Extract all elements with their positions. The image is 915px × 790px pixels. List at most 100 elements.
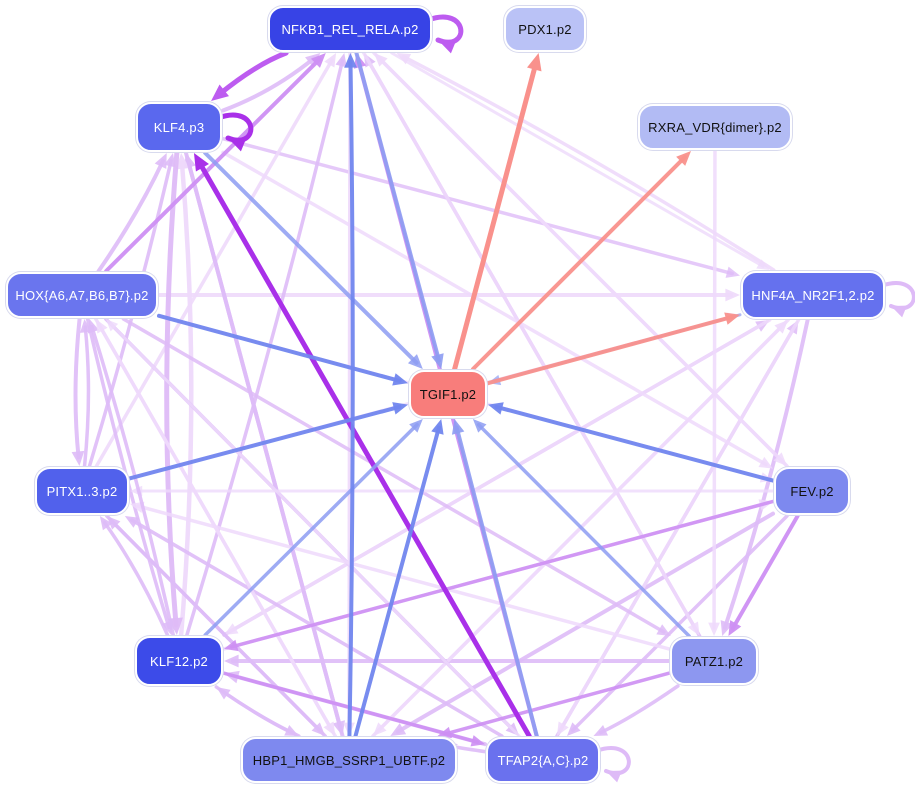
self-loop-tfap2 <box>594 746 631 776</box>
self-loop-arrowhead-hnf4a <box>891 305 907 318</box>
self-loop-nfkb1 <box>425 14 464 45</box>
arrowhead-fev-hbp1 <box>390 723 407 736</box>
node-label-patz1: PATZ1.p2 <box>684 653 744 669</box>
edge-klf4-fev <box>221 150 768 467</box>
arrowhead-nfkb1-klf4 <box>211 84 229 101</box>
edge-nfkb1-tgif1 <box>354 51 442 363</box>
edge-patz1-tfap2 <box>598 684 680 735</box>
self-loop-hnf4a <box>879 281 915 311</box>
edge-hnf4a-patz1 <box>722 318 810 630</box>
edge-hnf4a-nfkb1 <box>401 54 776 272</box>
arrowhead-nfkb1-patz1 <box>687 621 700 636</box>
edge-hnf4a-klf12 <box>229 318 772 633</box>
self-loop-klf4 <box>215 112 254 143</box>
arrowhead-nfkb1-fev <box>773 452 787 466</box>
arrowhead-hnf4a-nfkb1 <box>396 53 412 65</box>
node-tfap2[interactable]: TFAP2{A,C}.p2 <box>486 737 600 783</box>
edge-tfap2-klf4 <box>196 159 532 739</box>
arrowhead-pitx1-tgif1 <box>392 402 408 415</box>
edge-tfap2-pitx1 <box>130 518 504 738</box>
edge-tgif1-hnf4a <box>486 315 734 386</box>
arrowhead-klf4-hnf4a <box>725 266 740 278</box>
node-label-tfap2: TFAP2{A,C}.p2 <box>497 752 589 768</box>
arrowhead-hox-patz1 <box>656 624 671 636</box>
node-rxra[interactable]: RXRA_VDR{dimer}.p2 <box>638 104 792 150</box>
arrowhead-hnf4a-hbp1 <box>372 722 387 736</box>
node-pdx1[interactable]: PDX1.p2 <box>504 6 586 52</box>
arrowhead-tfap2-pitx1 <box>124 516 140 528</box>
node-nfkb1[interactable]: NFKB1_REL_RELA.p2 <box>268 6 432 52</box>
arrowhead-pitx1-klf4 <box>164 153 176 168</box>
node-label-klf12: KLF12.p2 <box>150 653 208 669</box>
arrowhead-fev-tfap2 <box>567 722 581 736</box>
node-label-fev: FEV.p2 <box>790 483 834 499</box>
edge-klf12-pitx1 <box>102 520 170 637</box>
arrowhead-nfkb1-tgif1 <box>431 353 444 369</box>
arrowhead-hox-hnf4a <box>725 288 740 302</box>
arrowhead-fev-patz1 <box>728 620 742 636</box>
arrowhead-tgif1-pdx1 <box>527 53 542 72</box>
edge-hox-patz1 <box>121 317 666 634</box>
node-label-nfkb1: NFKB1_REL_RELA.p2 <box>281 21 419 37</box>
arrowhead-tgif1-rxra <box>676 151 691 166</box>
arrowhead-klf4-hbp1 <box>332 720 345 736</box>
node-label-hox: HOX{A6,A7,B6,B7}.p2 <box>15 287 149 303</box>
edge-nfkb1-fev <box>372 51 784 463</box>
arrowhead-patz1-tgif1 <box>472 419 487 433</box>
arrowhead-klf12-tfap2 <box>470 735 485 747</box>
arrowhead-klf4-tgif1 <box>407 354 423 369</box>
arrowhead-hnf4a-tfap2 <box>556 721 569 736</box>
node-fev[interactable]: FEV.p2 <box>774 467 850 515</box>
edge-klf4-nfkb1 <box>221 56 316 113</box>
arrowhead-hnf4a-klf12 <box>224 623 239 636</box>
arrowhead-hbp1-tgif1 <box>431 419 444 435</box>
edge-hbp1-tgif1 <box>353 425 441 738</box>
self-loop-arrowhead-klf4 <box>228 137 247 152</box>
edge-tfap2-tgif1 <box>454 425 539 738</box>
arrowhead-tgif1-hnf4a <box>724 312 740 325</box>
arrowhead-klf12-tgif1 <box>409 419 423 433</box>
edge-nfkb1-patz1 <box>362 51 698 631</box>
edge-rxra-patz1 <box>712 149 717 630</box>
edge-hox-klf4 <box>96 158 165 273</box>
edge-hox-pitx1 <box>73 317 82 460</box>
edge-hbp1-pitx1 <box>110 519 327 738</box>
arrowhead-klf12-hox <box>87 319 100 334</box>
edge-nfkb1-klf4 <box>216 50 289 98</box>
edge-hbp1-nfkb1 <box>347 59 355 738</box>
edge-pitx1-tgif1 <box>128 404 402 481</box>
edge-pitx1-hox <box>82 325 91 468</box>
edge-patz1-hbp1 <box>443 671 671 736</box>
node-klf12[interactable]: KLF12.p2 <box>135 636 223 686</box>
arrowhead-fev-klf12 <box>224 639 239 652</box>
edge-tgif1-pdx1 <box>452 60 539 372</box>
node-hox[interactable]: HOX{A6,A7,B6,B7}.p2 <box>6 272 158 318</box>
arrowhead-fev-tgif1 <box>488 402 504 415</box>
arrowhead-klf12-nfkb1 <box>335 53 347 68</box>
arrowhead-hox-pitx1 <box>71 450 85 466</box>
edge-klf4-klf12 <box>164 150 180 628</box>
self-loop-arrowhead-tfap2 <box>606 770 622 783</box>
arrowhead-pitx1-nfkb1 <box>324 53 337 68</box>
node-patz1[interactable]: PATZ1.p2 <box>670 637 758 685</box>
node-hbp1[interactable]: HBP1_HMGB_SSRP1_UBTF.p2 <box>241 737 457 783</box>
node-label-hbp1: HBP1_HMGB_SSRP1_UBTF.p2 <box>252 752 446 768</box>
arrowhead-patz1-tfap2 <box>593 724 609 736</box>
edge-patz1-pitx1 <box>136 504 671 651</box>
edge-fev-patz1 <box>730 514 800 631</box>
node-hnf4a[interactable]: HNF4A_NR2F1,2.p2 <box>741 271 885 319</box>
edge-hox-nfkb1 <box>104 57 322 273</box>
node-pitx1[interactable]: PITX1..3.p2 <box>35 467 129 515</box>
arrowhead-hbp1-pitx1 <box>106 516 121 530</box>
edge-tgif1-rxra <box>471 155 687 371</box>
node-label-hnf4a: HNF4A_NR2F1,2.p2 <box>751 287 875 303</box>
node-label-klf4: KLF4.p3 <box>153 119 205 135</box>
arrowhead-klf12-klf4 <box>175 153 190 170</box>
node-label-pitx1: PITX1..3.p2 <box>46 483 118 499</box>
edge-klf4-hnf4a <box>221 136 734 276</box>
arrowhead-klf12-pitx1 <box>99 516 113 531</box>
node-tgif1[interactable]: TGIF1.p2 <box>409 370 487 418</box>
edge-klf12-klf4 <box>178 160 194 638</box>
node-klf4[interactable]: KLF4.p3 <box>136 102 222 152</box>
